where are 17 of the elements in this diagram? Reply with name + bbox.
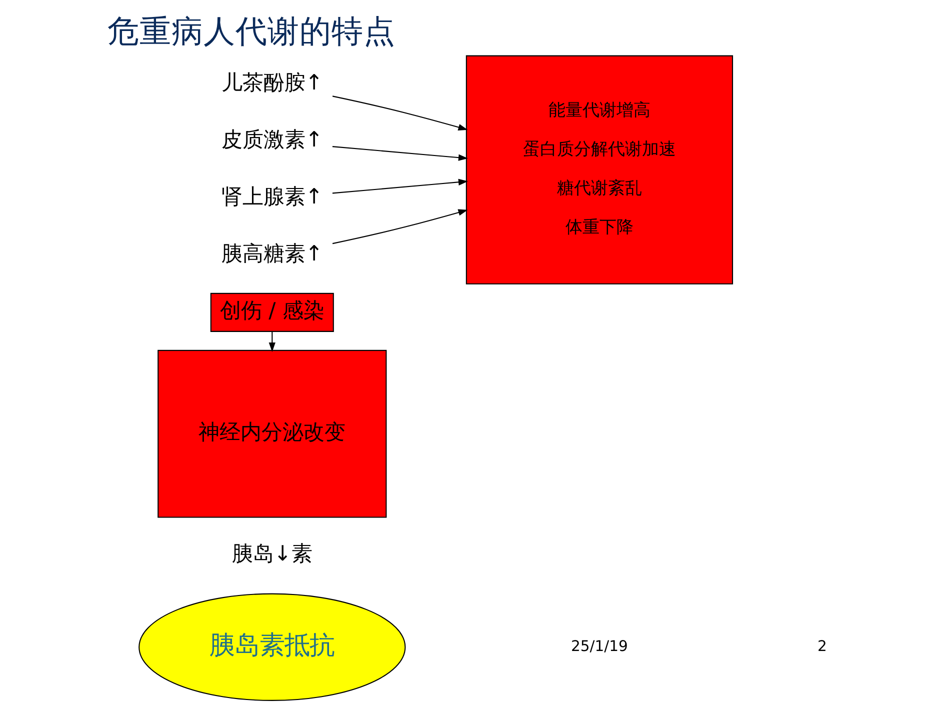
node-box: 神经内分泌改变 (157, 350, 386, 518)
arrow (332, 96, 468, 130)
arrow (268, 332, 275, 352)
arrow (332, 209, 468, 244)
node-text: 胰高糖素↑ (220, 240, 322, 266)
node-box: 创伤 / 感染 (210, 292, 334, 332)
arrow (332, 178, 468, 194)
node-ellipse: 胰岛素抵抗 (138, 593, 406, 701)
arrow (332, 146, 468, 161)
diagram-title: 危重病人代谢的特点 (107, 14, 396, 50)
node-text: 儿茶酚胺↑ (220, 70, 322, 95)
label: 25/1/19 (570, 638, 628, 656)
label: 胰岛↓素 (231, 540, 312, 566)
node-box: 能量代谢增高 蛋白质分解代谢加速 糖代谢紊乱 体重下降 (465, 55, 733, 284)
node-text: 皮质激素↑ (220, 126, 322, 152)
node-text: 肾上腺素↑ (220, 184, 322, 209)
label: 2 (817, 638, 826, 656)
